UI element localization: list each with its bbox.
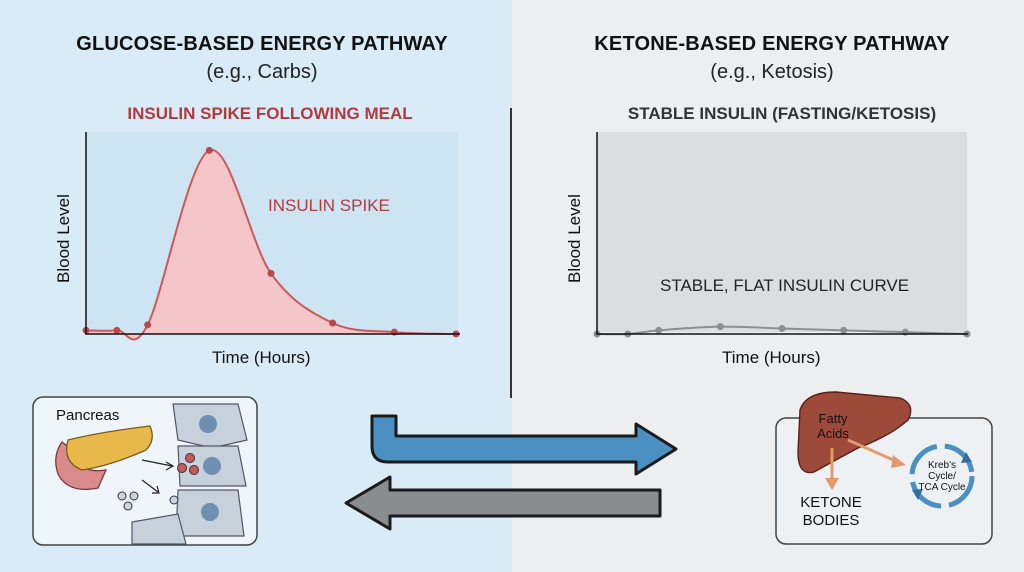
- krebs-cycle-label: Kreb's Cycle/ TCA Cycle: [918, 460, 966, 493]
- spike-point-4: [267, 269, 275, 277]
- left-title: GLUCOSE-BASED ENERGY PATHWAY: [76, 33, 448, 55]
- pancreas-illustration: [32, 396, 258, 546]
- right-y-axis-label: Blood Level: [565, 194, 584, 283]
- pancreas-label: Pancreas: [56, 407, 120, 424]
- liver-illustration: [775, 391, 993, 545]
- flat-point-3: [716, 323, 724, 331]
- left-chart-title: INSULIN SPIKE FOLLOWING MEAL: [127, 104, 413, 123]
- spike-point-3: [205, 146, 213, 154]
- spike-annotation: INSULIN SPIKE: [268, 196, 390, 215]
- right-plot-area: [597, 132, 967, 332]
- right-chart-title: STABLE INSULIN (FASTING/KETOSIS): [627, 104, 937, 123]
- right-x-axis-label: Time (Hours): [722, 348, 821, 367]
- panel-divider: [510, 108, 512, 398]
- left-subtitle: (e.g., Carbs): [206, 61, 318, 83]
- flat-point-4: [778, 324, 786, 332]
- flat-point-2: [655, 326, 663, 334]
- forward-arrow-icon: [370, 414, 678, 476]
- left-x-axis-label: Time (Hours): [212, 348, 311, 367]
- left-y-axis-label: Blood Level: [54, 194, 73, 283]
- spike-point-5: [329, 319, 337, 327]
- right-subtitle: (e.g., Ketosis): [710, 61, 834, 83]
- spike-point-1: [113, 326, 121, 334]
- ketone-bodies-label: KETONE BODIES: [800, 494, 862, 529]
- right-title: KETONE-BASED ENERGY PATHWAY: [594, 33, 950, 55]
- spike-area-fill: [86, 149, 456, 340]
- flat-point-5: [840, 326, 848, 334]
- backward-arrow-icon: [344, 475, 662, 531]
- flat-annotation: STABLE, FLAT INSULIN CURVE: [660, 276, 910, 295]
- spike-point-2: [144, 321, 152, 329]
- fatty-acids-label: Fatty Acids: [817, 411, 849, 441]
- spike-curve: [85, 149, 457, 341]
